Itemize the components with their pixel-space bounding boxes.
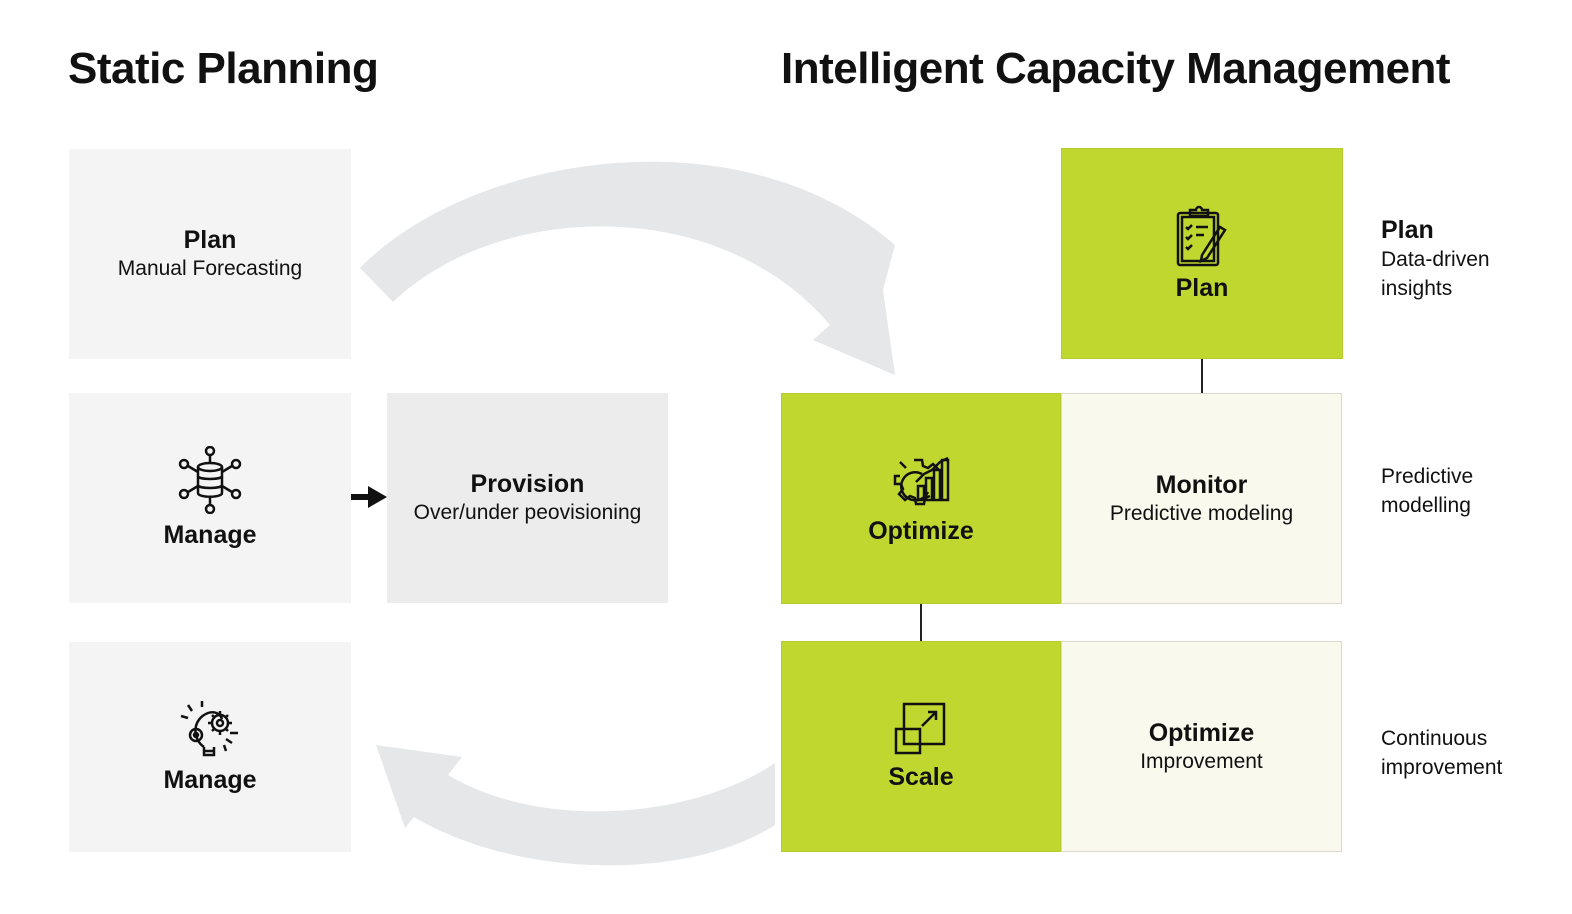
side-note-line: Predictive: [1381, 465, 1474, 488]
plan-title: Plan: [183, 226, 237, 254]
side-note-line: insights: [1381, 277, 1453, 300]
ic-scale-title: Scale: [888, 762, 954, 791]
ic-optimize-box: Optimize: [781, 393, 1061, 604]
manage-title-1: Manage: [163, 521, 257, 549]
clipboard-checklist-icon: [1176, 205, 1227, 266]
bottom-curved-arrow: [376, 745, 775, 866]
side-note-line: Data-driven: [1381, 248, 1490, 271]
lightbulb-gears-icon: [180, 701, 238, 757]
ic-monitor-subtitle: Predictive modeling: [1109, 501, 1294, 525]
provision-subtitle: Over/under peovisioning: [413, 501, 642, 524]
side-note-title: Plan: [1381, 216, 1434, 244]
intelligent-capacity-title: Intelligent Capacity Management: [781, 44, 1451, 93]
top-curved-arrow: [360, 161, 895, 375]
plan-box: Plan Manual Forecasting: [69, 149, 351, 359]
ic-optimize-title: Optimize: [868, 516, 974, 545]
ic-monitor-box: Monitor Predictive modeling: [1061, 393, 1342, 604]
database-network-icon: [178, 446, 242, 514]
right-arrow-icon: [350, 486, 387, 508]
connector-optimize-scale: [920, 603, 922, 642]
ic-plan-box: Plan: [1061, 148, 1343, 359]
ic-optimize2-box: Optimize Improvement: [1061, 641, 1342, 852]
manage-box-1: Manage: [69, 393, 351, 603]
side-note-continuous: Continuous improvement: [1381, 724, 1502, 782]
side-note-predictive: Predictive modelling: [1381, 462, 1473, 520]
side-note-line: improvement: [1381, 756, 1503, 779]
manage-box-2: Manage: [69, 642, 351, 852]
scale-resize-icon: [894, 702, 946, 754]
ic-optimize2-title: Optimize: [1148, 718, 1255, 747]
ic-monitor-title: Monitor: [1155, 470, 1248, 499]
manage-title-2: Manage: [163, 766, 257, 794]
ic-scale-box: Scale: [781, 641, 1061, 852]
side-note-line: modelling: [1381, 494, 1471, 517]
ic-optimize2-subtitle: Improvement: [1140, 749, 1263, 773]
side-note-line: Continuous: [1381, 727, 1488, 750]
provision-title: Provision: [470, 470, 585, 498]
plan-subtitle: Manual Forecasting: [117, 257, 303, 280]
provision-box: Provision Over/under peovisioning: [387, 393, 668, 603]
static-planning-title: Static Planning: [68, 44, 379, 93]
connector-plan-monitor: [1201, 359, 1203, 393]
gear-chart-icon: [893, 456, 950, 505]
side-note-plan: Plan Data-driven insights: [1381, 215, 1490, 303]
ic-plan-title: Plan: [1175, 273, 1229, 302]
